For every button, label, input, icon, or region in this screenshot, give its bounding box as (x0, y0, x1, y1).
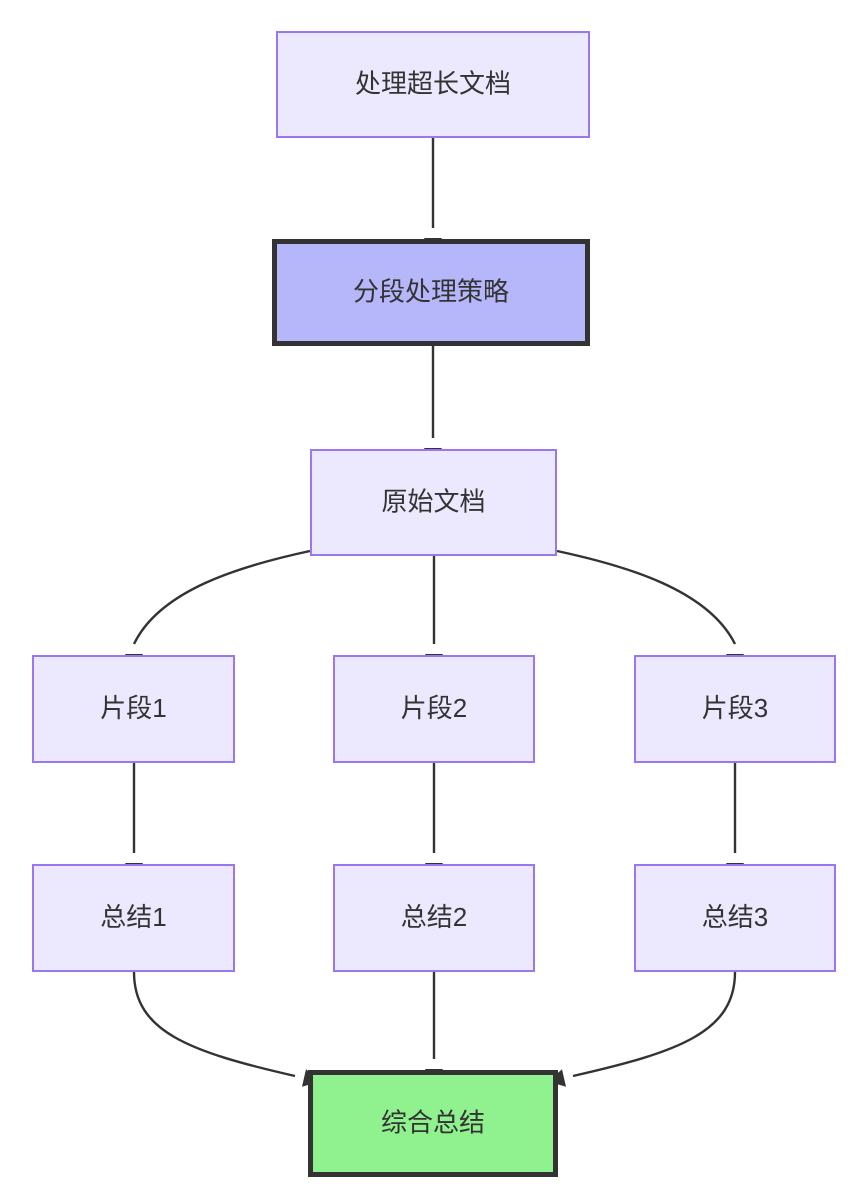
node-label-n3: 原始文档 (381, 486, 485, 516)
node-label-n9: 总结3 (702, 902, 768, 932)
node-box-n7[interactable] (32, 864, 235, 972)
node-box-n10[interactable] (308, 1070, 558, 1177)
node-label-n7: 总结1 (100, 902, 166, 932)
flow-node-n7[interactable]: 总结1 (32, 864, 235, 972)
flow-node-n8[interactable]: 总结2 (333, 864, 535, 972)
edge-n9-to-n10 (572, 971, 737, 1078)
edge-n7-to-n10 (132, 971, 296, 1078)
node-box-n8[interactable] (333, 864, 535, 972)
node-box-n9[interactable] (634, 864, 836, 972)
node-box-n4[interactable] (32, 655, 235, 763)
node-box-n2[interactable] (272, 239, 590, 346)
node-box-n3[interactable] (310, 449, 557, 556)
node-label-n8: 总结2 (401, 902, 467, 932)
flow-node-n10[interactable]: 综合总结 (308, 1070, 558, 1177)
node-box-n6[interactable] (634, 655, 836, 763)
flow-node-n3[interactable]: 原始文档 (310, 449, 557, 556)
flow-node-n1[interactable]: 处理超长文档 (276, 31, 590, 138)
flow-node-n9[interactable]: 总结3 (634, 864, 836, 972)
flow-node-n6[interactable]: 片段3 (634, 655, 836, 763)
edge-n3-to-n6 (556, 549, 737, 645)
node-label-n2: 分段处理策略 (353, 276, 509, 306)
edge-n3-to-n4 (132, 549, 311, 645)
node-label-n10: 综合总结 (381, 1107, 485, 1137)
flow-node-n5[interactable]: 片段2 (333, 655, 535, 763)
node-label-n5: 片段2 (401, 693, 467, 723)
node-box-n1[interactable] (276, 31, 590, 138)
node-label-n1: 处理超长文档 (355, 68, 511, 98)
node-label-n6: 片段3 (702, 693, 768, 723)
node-box-n5[interactable] (333, 655, 535, 763)
flow-node-n2[interactable]: 分段处理策略 (272, 239, 590, 346)
edges-layer (132, 138, 737, 1078)
node-label-n4: 片段1 (100, 693, 166, 723)
flow-node-n4[interactable]: 片段1 (32, 655, 235, 763)
